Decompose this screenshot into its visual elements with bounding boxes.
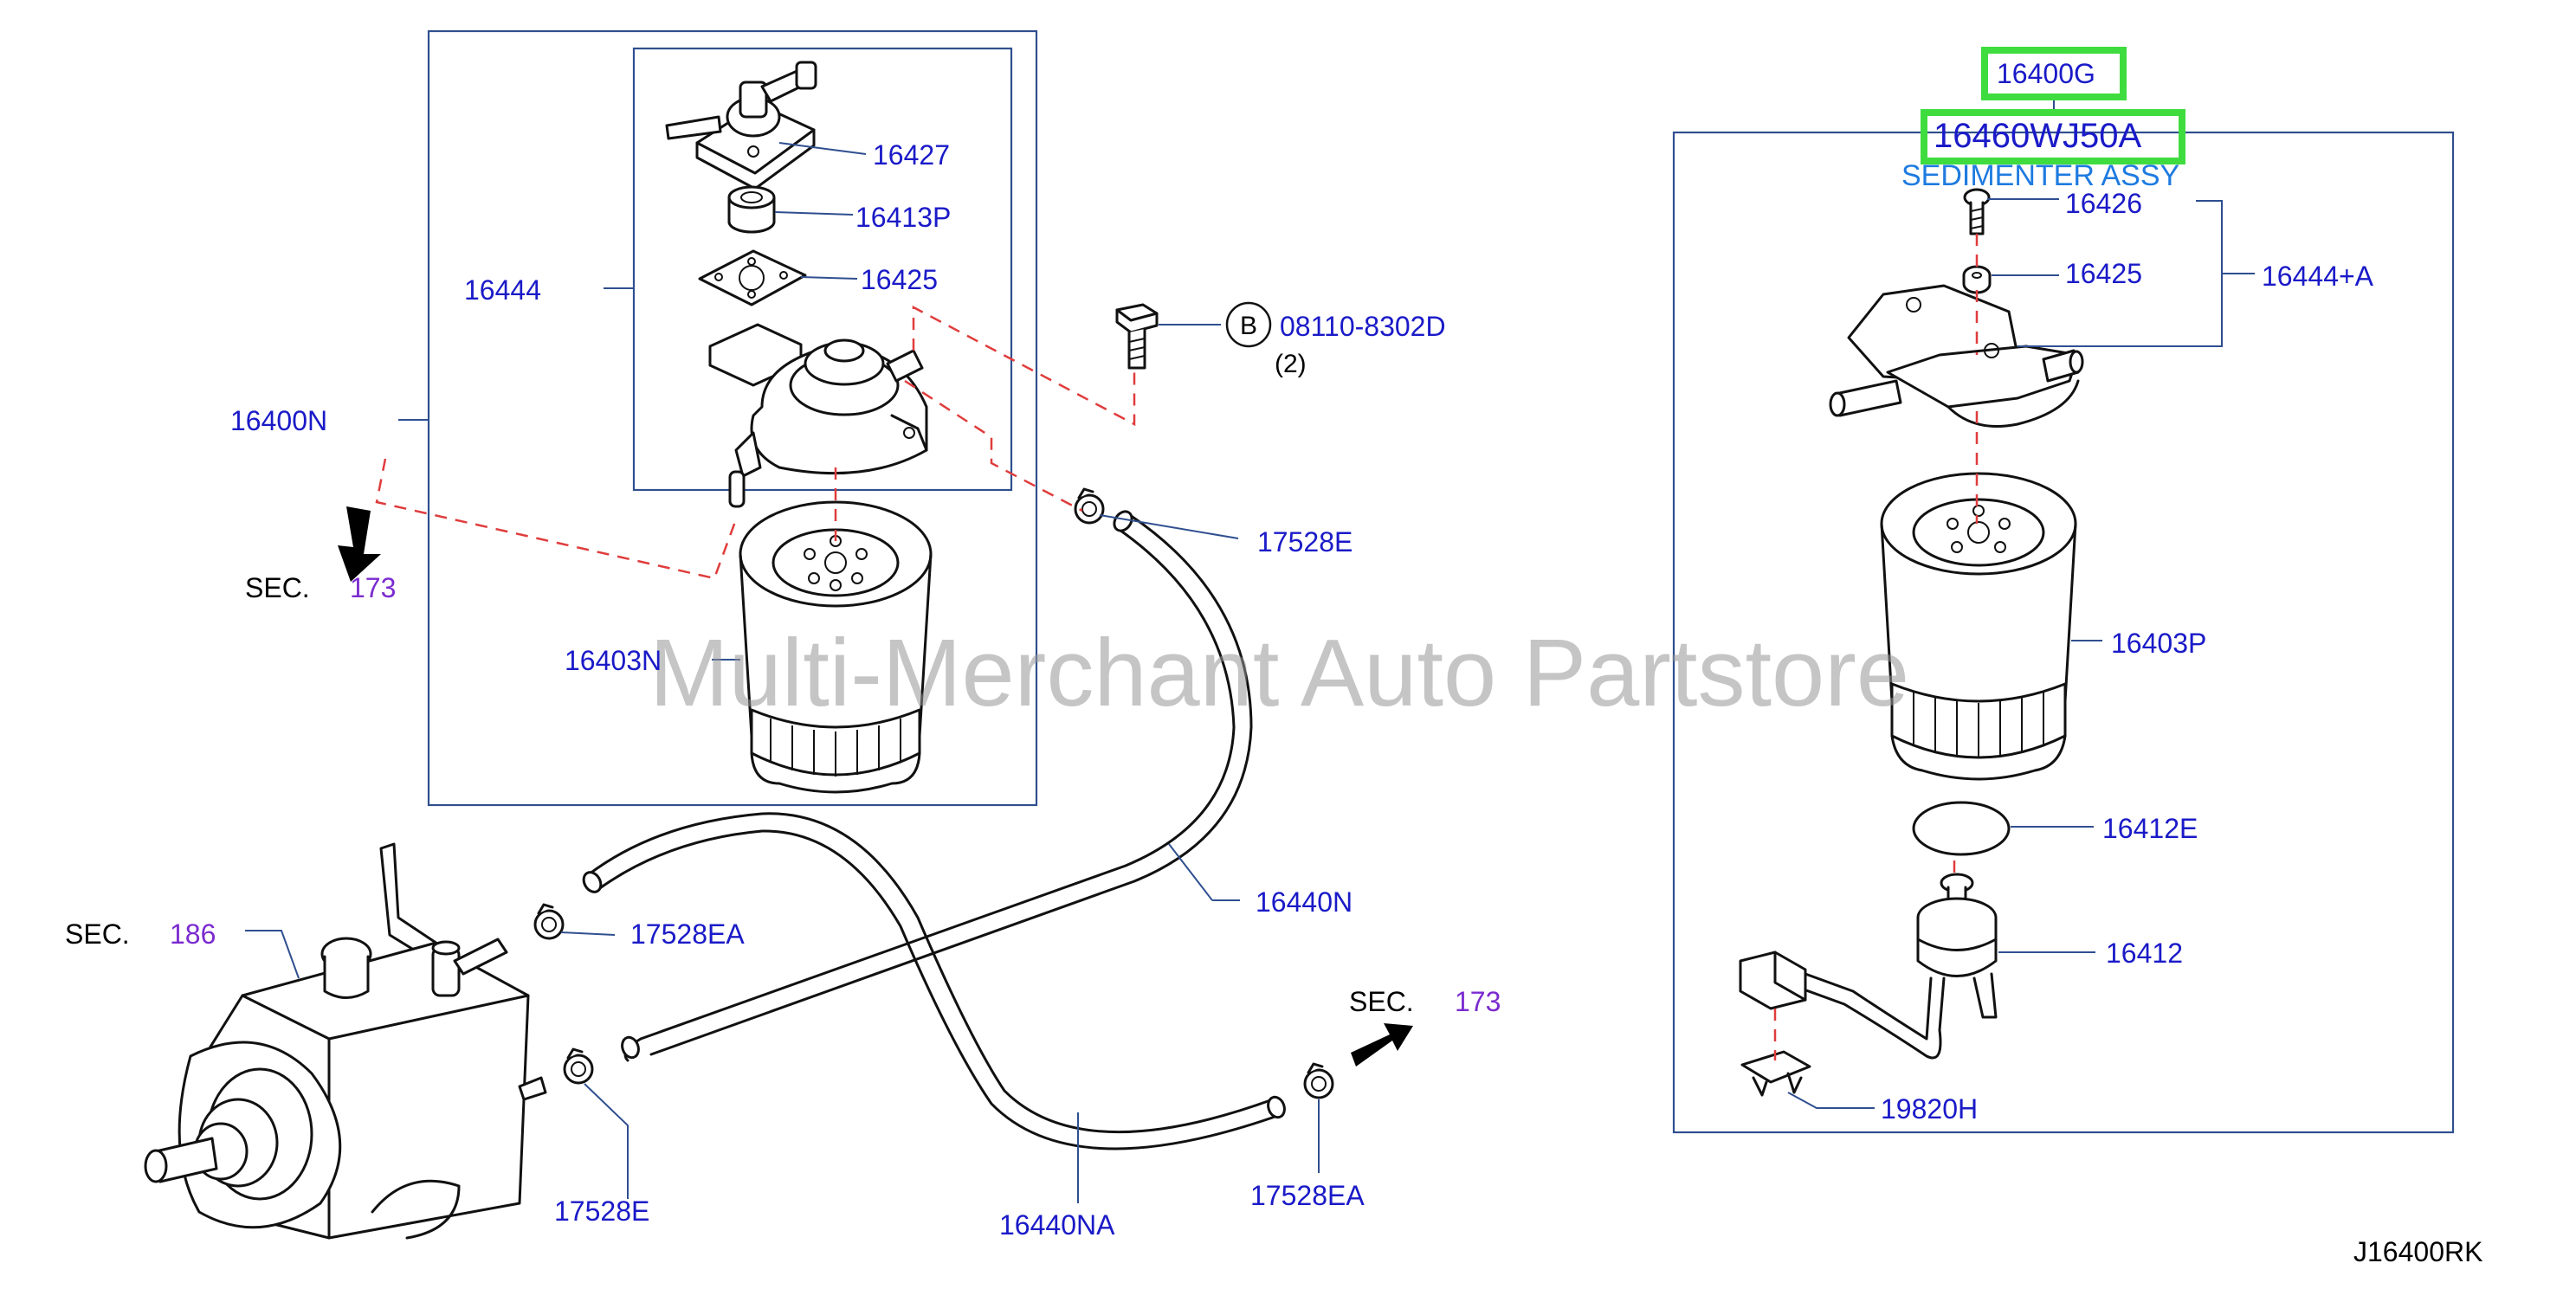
watermark-text: Multi-Merchant Auto Partstore	[649, 620, 1909, 726]
label-17528E-bottom[interactable]: 17528E	[554, 1196, 649, 1227]
label-08110-8302D[interactable]: 08110-8302D	[1280, 311, 1446, 342]
label-16427[interactable]: 16427	[873, 139, 950, 171]
hose-16440N-drawing	[621, 510, 1253, 1062]
label-assembly-name: SEDIMENTER ASSY	[1901, 159, 2179, 192]
connector-19820H-drawing	[1739, 951, 1811, 1097]
sec-label-right: SEC.	[1349, 986, 1414, 1017]
washer-16425-right-drawing	[1962, 265, 1992, 294]
sensor-16412-drawing	[1795, 873, 1998, 1060]
label-17528EA-left[interactable]: 17528EA	[630, 918, 745, 950]
label-16440NA[interactable]: 16440NA	[999, 1209, 1115, 1241]
label-16425-right[interactable]: 16425	[2065, 258, 2142, 289]
label-16440N[interactable]: 16440N	[1256, 886, 1353, 918]
right-assembly-frame	[1672, 131, 2455, 1134]
label-16444A[interactable]: 16444+A	[2262, 261, 2374, 292]
label-bolt-qty: (2)	[1275, 350, 1307, 378]
bolt-callout-letter: B	[1240, 312, 1257, 340]
o-ring-16412E-drawing	[1912, 801, 2011, 856]
highlight-box-part-number	[1921, 109, 2185, 164]
label-16412E[interactable]: 16412E	[2102, 813, 2198, 844]
gasket-left-drawing	[698, 249, 807, 306]
screw-16426-drawing	[1963, 188, 1991, 235]
seal-collar-drawing	[727, 185, 776, 234]
arrow-down-icon	[338, 506, 381, 582]
arrow-up-right-icon	[1351, 1023, 1413, 1067]
dashed-assembly-leaders	[375, 234, 1979, 1060]
label-16460WJ50A[interactable]: 16460WJ50A	[1934, 117, 2141, 155]
label-16413P[interactable]: 16413P	[855, 202, 951, 233]
label-19820H[interactable]: 19820H	[1881, 1093, 1978, 1125]
bolt-drawing	[1115, 303, 1159, 370]
clamp-17528EA-bottom-drawing	[1303, 1062, 1334, 1099]
label-16403P[interactable]: 16403P	[2111, 628, 2206, 659]
label-16425-left[interactable]: 16425	[861, 264, 938, 295]
injection-pump-drawing	[144, 842, 547, 1240]
sec-number-173-left[interactable]: 173	[350, 572, 396, 603]
label-16403N[interactable]: 16403N	[565, 645, 662, 676]
left-assembly-frame	[427, 29, 1038, 807]
filter-head-housing-drawing	[708, 323, 928, 508]
sedimenter-head-drawing	[1829, 284, 2084, 428]
priming-pump-valve-drawing	[665, 61, 817, 190]
sec-number-173-right[interactable]: 173	[1455, 986, 1501, 1017]
label-16426[interactable]: 16426	[2065, 188, 2142, 219]
clamp-17528EA-left-drawing	[533, 903, 565, 940]
sec-number-186[interactable]: 186	[170, 918, 216, 950]
label-16400G[interactable]: 16400G	[1997, 58, 2095, 89]
label-16412[interactable]: 16412	[2106, 938, 2183, 969]
sec-label-left: SEC.	[245, 572, 310, 603]
clamp-17528E-top-drawing	[1074, 487, 1105, 525]
label-16400N[interactable]: 16400N	[230, 405, 327, 436]
filter-cartridge-left-drawing	[739, 500, 933, 794]
leader-lines	[245, 96, 2255, 1203]
hose-16440NA-drawing	[582, 812, 1286, 1150]
sec-label-pump: SEC.	[65, 918, 130, 950]
label-17528EA-bottom[interactable]: 17528EA	[1250, 1180, 1365, 1211]
clamp-17528E-bottom-drawing	[563, 1047, 594, 1085]
label-17528E-top[interactable]: 17528E	[1257, 526, 1353, 557]
highlight-box-16400G	[1981, 47, 2127, 100]
left-head-subframe	[632, 47, 1013, 492]
filter-cartridge-right-drawing	[1880, 472, 2077, 781]
diagram-ref-code: J16400RK	[2353, 1236, 2482, 1267]
bolt-callout-circle	[1225, 301, 1272, 348]
label-16444[interactable]: 16444	[464, 274, 541, 306]
